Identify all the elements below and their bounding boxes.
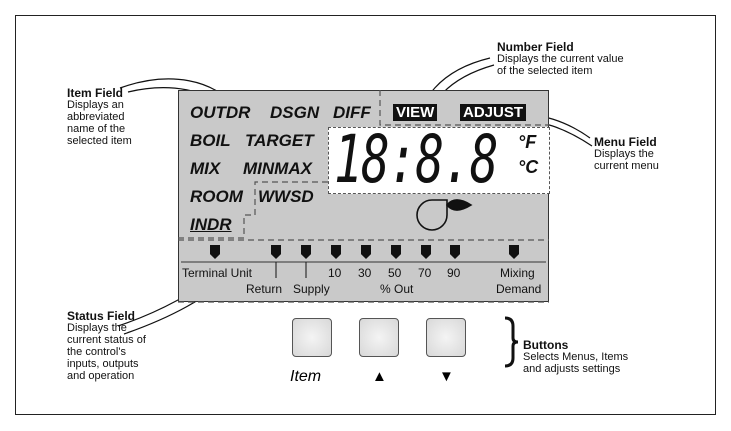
buttons-desc: and adjusts settings [523,363,621,375]
menu-field-boundary [379,90,549,126]
item-field-desc: name of the [67,123,126,135]
down-button[interactable] [426,318,466,357]
item-minmax: MINMAX [243,159,312,178]
menu-view: VIEW [393,104,438,121]
up-button[interactable] [359,318,399,357]
status-pointer [210,245,220,259]
down-arrow-icon: ▼ [439,368,454,385]
item-dsgn: DSGN [270,103,320,122]
number-display: 18:8.8 [334,121,498,198]
item-field-desc: selected item [67,135,132,147]
pump-icon [416,199,473,231]
status-pointer [361,245,371,259]
number-field-title: Number Field [497,40,574,54]
item-outdr: OUTDR [190,103,251,122]
status-pct-90: 90 [447,266,461,280]
status-field-desc: current status of [67,334,146,346]
number-field-desc: Displays the current value [497,53,624,65]
status-demand: Demand [496,282,542,296]
status-field-title: Status Field [67,309,136,323]
status-supply: Supply [293,282,330,296]
status-field-desc: inputs, outputs [67,358,139,370]
buttons-brace [504,316,519,368]
item-button-label: Item [290,368,322,385]
status-mixing: Mixing [500,266,535,280]
item-wwsd: WWSD [258,187,314,206]
buttons-desc: Selects Menus, Items [523,351,629,363]
item-diff: DIFF [333,103,371,122]
item-boil: BOIL [190,131,231,150]
item-mix: MIX [190,159,221,178]
number-field [328,127,550,194]
status-field-boundary [178,239,549,303]
status-pct-50: 50 [388,266,402,280]
number-field-desc: of the selected item [497,65,593,77]
item-button[interactable] [292,318,332,357]
status-pointer [331,245,341,259]
menu-field-desc: Displays the [594,148,654,160]
status-pct-10: 10 [328,266,342,280]
up-arrow-icon: ▲ [372,368,387,385]
status-return: Return [246,282,283,296]
unit-fahrenheit: °F [518,132,537,152]
item-room: ROOM [190,187,243,206]
status-pointer [421,245,431,259]
unit-celsius: °C [518,157,539,177]
item-target: TARGET [245,131,314,150]
item-field-desc: Displays an [67,99,124,111]
status-pointer [301,245,311,259]
status-pct-70: 70 [418,266,432,280]
menu-field-desc: current menu [594,160,659,172]
item-field-boundary [178,181,328,239]
status-pointer [509,245,519,259]
item-field-desc: abbreviated [67,111,125,123]
status-field-desc: the control's [67,346,126,358]
status-pct-30: 30 [358,266,372,280]
item-field-title: Item Field [67,86,124,100]
diagram-border [15,15,716,415]
status-pointer [450,245,460,259]
status-terminal-unit: Terminal Unit [182,266,253,280]
status-field-desc: and operation [67,370,135,382]
status-pct-out: % Out [380,282,414,296]
status-pointer [271,245,281,259]
buttons-title: Buttons [523,338,569,352]
item-indr: INDR [190,215,232,234]
menu-adjust: ADJUST [460,104,527,121]
status-pointer [391,245,401,259]
menu-field-title: Menu Field [594,135,657,149]
status-field-desc: Displays the [67,322,127,334]
